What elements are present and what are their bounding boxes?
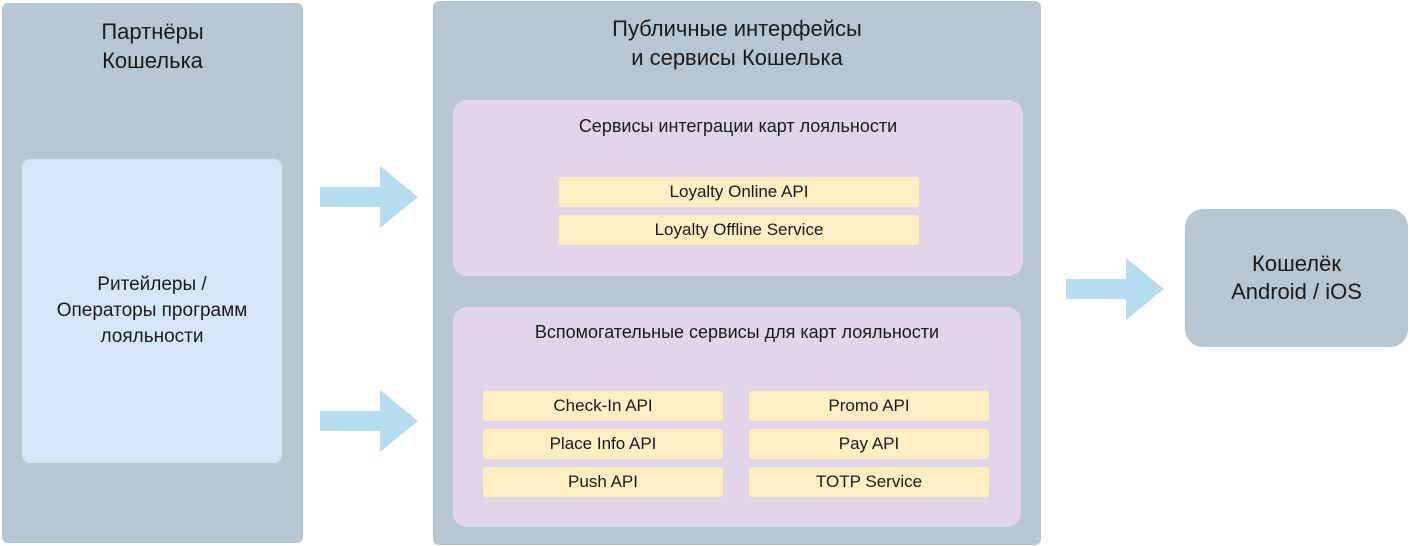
pay-api-chip: Pay API (749, 429, 989, 459)
arrow-to-auxiliary (320, 390, 418, 452)
public-title: Публичные интерфейсы и сервисы Кошелька (612, 16, 862, 70)
public-panel: Публичные интерфейсы и сервисы Кошелька … (433, 1, 1041, 545)
push-api-chip: Push API (483, 467, 723, 497)
promo-api-chip: Promo API (749, 391, 989, 421)
partners-title: Партнёры Кошелька (101, 19, 204, 73)
retailers-box: Ритейлеры / Операторы программ лояльност… (22, 159, 282, 463)
wallet-box: Кошелёк Android / iOS (1185, 209, 1408, 347)
integration-title: Сервисы интеграции карт лояльности (578, 116, 898, 136)
wallet-label: Кошелёк Android / iOS (1231, 251, 1362, 304)
totp-service-chip: TOTP Service (749, 467, 989, 497)
integration-group: Сервисы интеграции карт лояльности Loyal… (453, 100, 1023, 276)
auxiliary-group: Вспомогательные сервисы для карт лояльно… (453, 307, 1021, 527)
check-in-api-chip: Check-In API (483, 391, 723, 421)
arrow-to-integration (320, 166, 418, 228)
partners-panel: Партнёры Кошелька Ритейлеры / Операторы … (2, 3, 303, 543)
retailers-label: Ритейлеры / Операторы программ лояльност… (56, 274, 248, 347)
loyalty-offline-service-chip: Loyalty Offline Service (559, 215, 919, 245)
place-info-api-chip: Place Info API (483, 429, 723, 459)
auxiliary-title: Вспомогательные сервисы для карт лояльно… (534, 322, 940, 342)
loyalty-online-api-chip: Loyalty Online API (559, 177, 919, 207)
arrow-to-wallet (1066, 258, 1164, 320)
